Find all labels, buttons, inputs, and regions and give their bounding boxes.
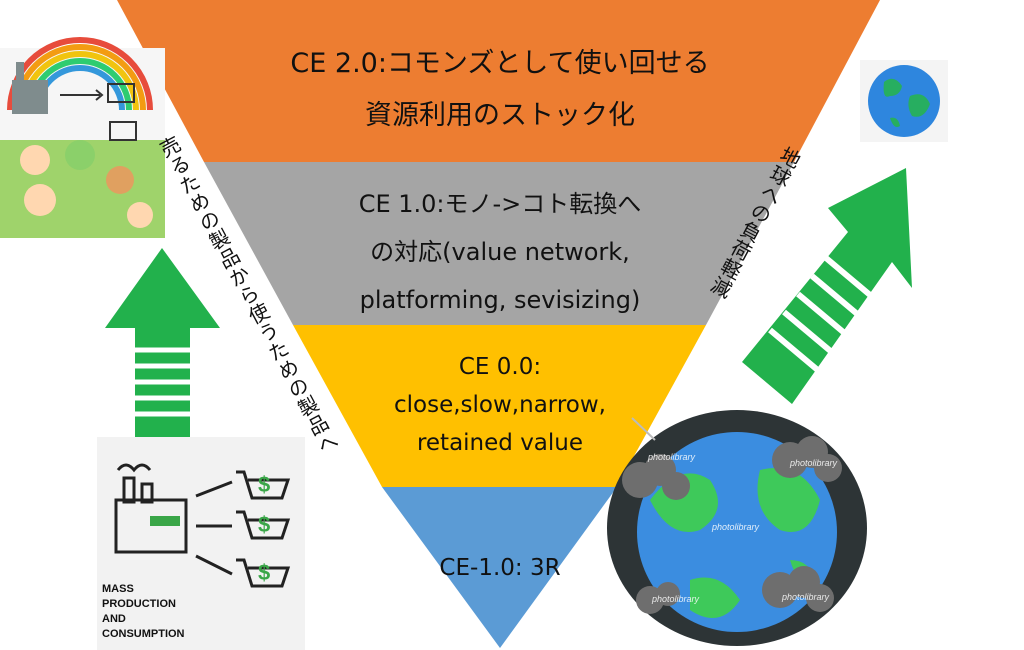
- ce0-line: retained value: [416, 430, 584, 456]
- watermark: photolibrary: [782, 592, 830, 602]
- svg-text:$: $: [258, 560, 270, 585]
- mass-production-line: CONSUMPTION: [102, 628, 185, 640]
- ce2-label: CE 2.0:コモンズとして使い回せる 資源利用のストック化: [200, 38, 800, 142]
- watermark: photolibrary: [712, 522, 760, 532]
- mass-production-line: AND: [102, 613, 126, 625]
- ce1-line: の対応(value network,: [370, 238, 630, 266]
- ce1-line: platforming, sevisizing): [359, 286, 641, 314]
- mass-production-label: MASS PRODUCTION AND CONSUMPTION: [102, 582, 232, 642]
- ce0-line: CE 0.0:: [458, 354, 542, 380]
- polluted-earth-icon: [607, 410, 867, 646]
- globe-icon: [860, 60, 948, 142]
- ce1-label: CE 1.0:モノ->コト転換へ の対応(value network, plat…: [280, 180, 720, 324]
- mass-production-line: MASS: [102, 583, 134, 595]
- watermark: photolibrary: [648, 452, 696, 462]
- svg-text:$: $: [258, 512, 270, 537]
- ce0-label: CE 0.0: close,slow,narrow, retained valu…: [340, 348, 660, 462]
- band-ce0: [293, 325, 706, 487]
- factory-shopping-cart-icon: $ $ $: [97, 437, 305, 650]
- ce2-line: 資源利用のストック化: [365, 100, 635, 131]
- band-ce2: [117, 0, 880, 162]
- watermark: photolibrary: [652, 594, 700, 604]
- ce2-line: CE 2.0:コモンズとして使い回せる: [290, 48, 710, 79]
- ce1-line: CE 1.0:モノ->コト転換へ: [358, 190, 642, 218]
- children-factory-illustration-icon: [0, 37, 165, 238]
- band-ce-minus1: [382, 487, 617, 648]
- mass-production-line: PRODUCTION: [102, 598, 176, 610]
- watermark: photolibrary: [790, 458, 838, 468]
- ce-minus1-label: CE-1.0: 3R: [380, 550, 620, 586]
- svg-text:$: $: [258, 472, 270, 497]
- band-ce1: [204, 162, 794, 325]
- green-striped-arrow-icon-left: [105, 248, 220, 440]
- green-striped-arrow-icon-right: [742, 168, 912, 404]
- ce0-line: close,slow,narrow,: [394, 392, 606, 418]
- ce-minus1-line: CE-1.0: 3R: [439, 555, 561, 581]
